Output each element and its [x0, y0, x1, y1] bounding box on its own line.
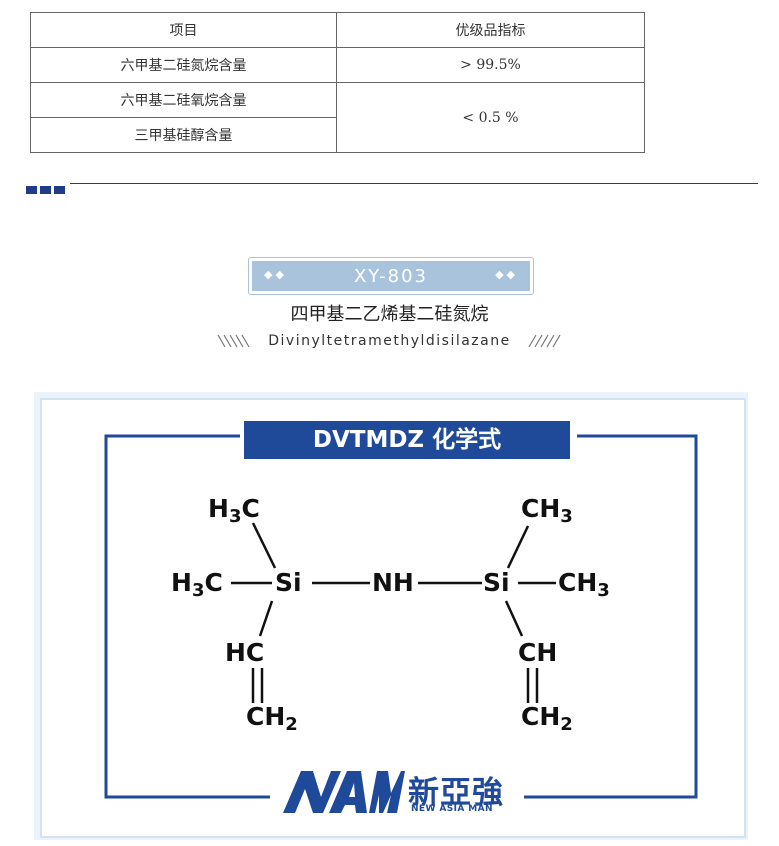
logo-text-en: NEW ASIA MAN — [411, 804, 493, 814]
table-cell-value: < 0.5 % — [336, 82, 645, 153]
diamond-icon: ◆◆ — [264, 268, 287, 281]
hatch-left-icon — [217, 334, 250, 348]
table-row: 三甲基硅醇含量 — [30, 117, 645, 153]
atom-si-left: Si — [275, 568, 302, 597]
table-cell-item: 六甲基二硅氧烷含量 — [30, 82, 337, 118]
column-header-grade: 优级品指标 — [336, 12, 645, 48]
divider-square — [26, 186, 37, 194]
column-header-item: 项目 — [30, 12, 337, 48]
bond-line — [251, 522, 277, 569]
section-divider-line — [70, 183, 758, 184]
bond-line — [504, 600, 524, 637]
group-ch3-top: CH3 — [521, 494, 573, 527]
table-row: 六甲基二硅氮烷含量 > 99.5% — [30, 47, 645, 83]
section-divider-dots — [26, 179, 68, 194]
hatch-right-icon — [528, 334, 561, 348]
banner-fill — [252, 261, 530, 291]
banner-frame — [248, 257, 534, 295]
logo-text-cn: 新亞強 — [408, 775, 504, 811]
group-ch-vinyl: CH — [518, 638, 558, 667]
product-name-en-row: Divinyltetramethyldisilazane — [0, 333, 779, 349]
structure-title: DVTMDZ 化学式 — [244, 421, 570, 459]
group-ch3-right: CH3 — [558, 568, 610, 601]
diamond-icon: ◆◆ — [495, 268, 518, 281]
atom-si-right: Si — [483, 568, 510, 597]
blue-frame — [104, 434, 698, 799]
divider-square — [54, 186, 65, 194]
group-nh: NH — [372, 568, 414, 597]
nam-logo-icon — [283, 771, 405, 813]
table-cell-value: > 99.5% — [336, 47, 645, 83]
bond-line — [506, 525, 530, 569]
table-cell-item: 三甲基硅醇含量 — [30, 117, 337, 153]
group-h3c-left: H3C — [171, 568, 223, 601]
bond-line — [258, 600, 274, 637]
group-ch2-right: CH2 — [521, 702, 573, 735]
group-h3c-top: H3C — [208, 494, 260, 527]
table-row: 六甲基二硅氧烷含量 < 0.5 % — [30, 82, 645, 153]
product-code: XY-803 — [353, 266, 429, 287]
spec-table: 项目 优级品指标 六甲基二硅氮烷含量 > 99.5% 六甲基二硅氧烷含量 < 0… — [30, 12, 645, 153]
table-header-row: 项目 优级品指标 — [30, 12, 645, 48]
group-hc-vinyl: HC — [225, 638, 265, 667]
group-ch2-left: CH2 — [246, 702, 298, 735]
chemical-bonds — [231, 522, 556, 703]
product-code-banner: ◆◆ XY-803 ◆◆ — [248, 257, 534, 295]
product-name-cn: 四甲基二乙烯基二硅氮烷 — [290, 304, 489, 325]
divider-square — [40, 186, 51, 194]
structure-card — [40, 398, 746, 838]
product-name-en: Divinyltetramethyldisilazane — [268, 333, 511, 349]
